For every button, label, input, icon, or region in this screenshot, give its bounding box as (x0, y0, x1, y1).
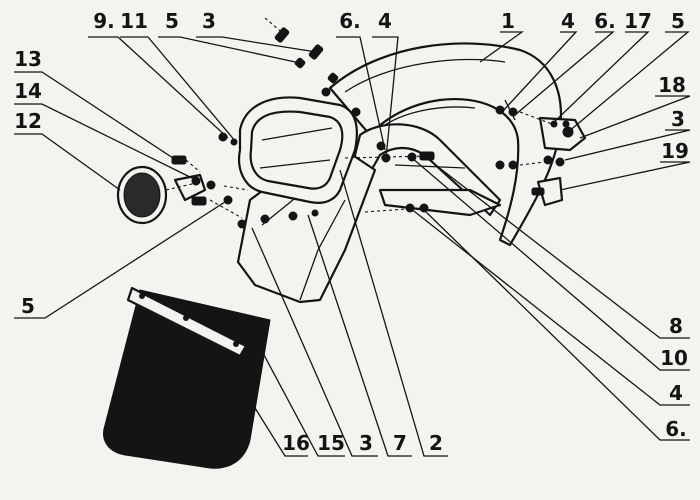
assembly-lines (165, 17, 553, 219)
callout-18: 18 (658, 73, 686, 97)
callout-16: 16 (282, 431, 310, 455)
callout-4: 4 (378, 9, 392, 33)
callout-2: 2 (429, 431, 443, 455)
mudflap (103, 283, 271, 469)
callout-6: 6. (665, 417, 687, 441)
callout-12: 12 (14, 109, 42, 133)
callout-11: 11 (120, 9, 148, 33)
callout-17: 17 (624, 9, 652, 33)
callout-3: 3 (202, 9, 216, 33)
callout-6: 6. (594, 9, 616, 33)
callout-1: 1 (501, 9, 515, 33)
callout-4: 4 (669, 381, 683, 405)
mudflap-strip (126, 286, 248, 358)
callout-14: 14 (14, 79, 42, 103)
callout-7: 7 (393, 431, 407, 455)
callout-3: 3 (359, 431, 373, 455)
fasteners (171, 27, 570, 229)
tail-lamp (238, 96, 358, 204)
callout-8: 8 (669, 314, 683, 338)
callout-labels: 1 4 6. 17 5 18 3 19 9. 11 5 3 6. 4 13 14… (14, 9, 689, 455)
callout-5: 5 (671, 9, 685, 33)
callout-13: 13 (14, 47, 42, 71)
reflector-bracket (173, 173, 207, 202)
callout-5: 5 (21, 294, 35, 318)
callout-9: 9. (93, 9, 115, 33)
callout-6: 6. (339, 9, 361, 33)
callout-10: 10 (660, 346, 688, 370)
rear-fender (328, 42, 562, 247)
callout-5: 5 (165, 9, 179, 33)
callout-15: 15 (317, 431, 345, 455)
callout-3: 3 (671, 107, 685, 131)
callout-4: 4 (561, 9, 575, 33)
leader-lines (14, 31, 691, 457)
callout-19: 19 (661, 139, 689, 163)
reflector (116, 165, 168, 225)
